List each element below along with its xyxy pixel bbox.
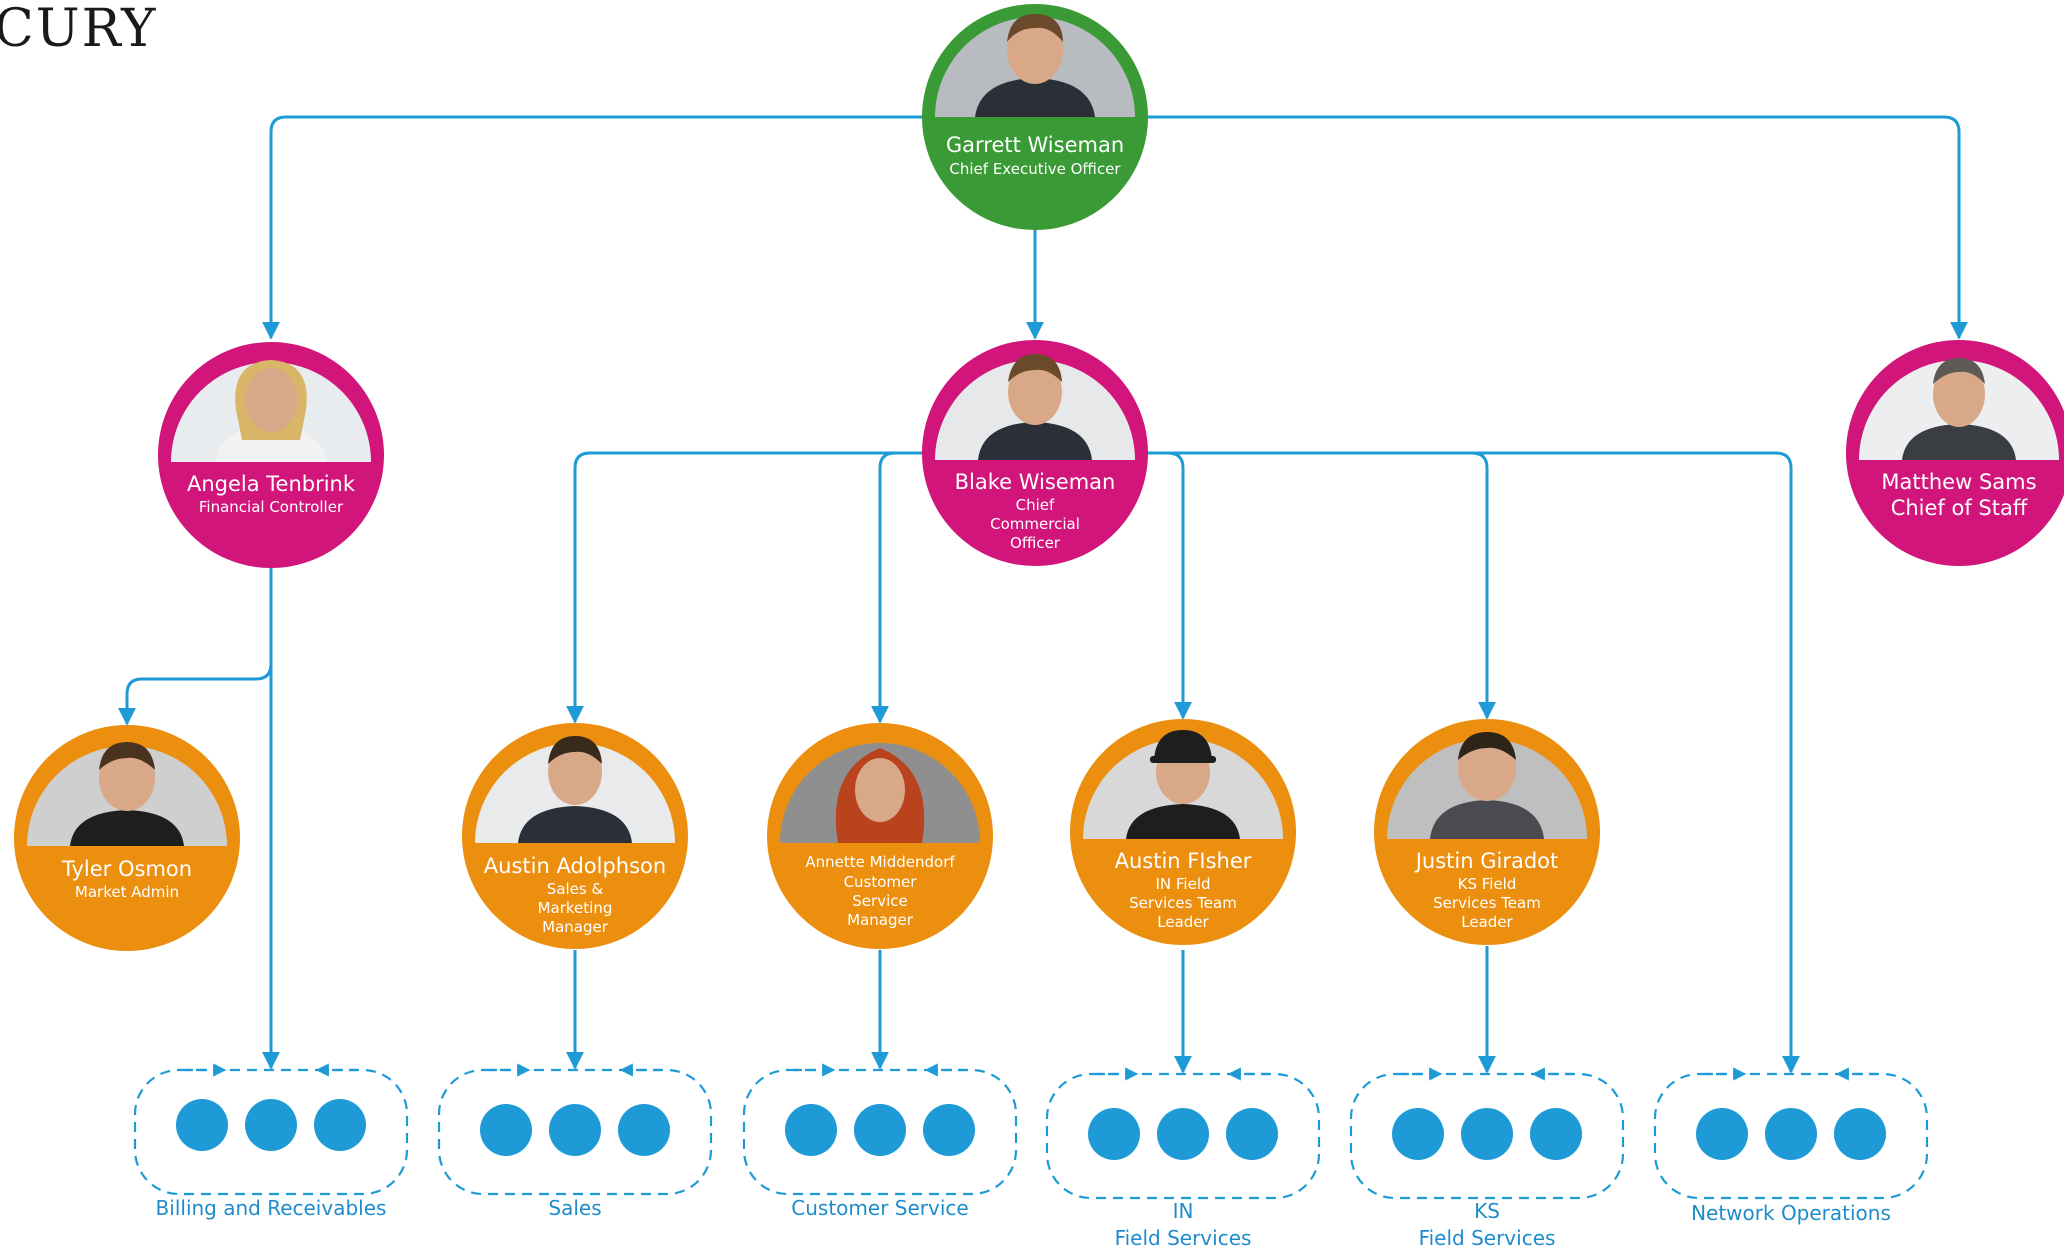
member-dot: [1226, 1108, 1278, 1160]
connectors: [118, 115, 1968, 1074]
member-dot: [1461, 1108, 1513, 1160]
person-title-line: Manager: [847, 911, 914, 929]
group-customer-service[interactable]: Customer Service: [742, 1063, 1018, 1220]
group-label: Sales: [548, 1196, 601, 1220]
person-title-line: Service: [852, 892, 907, 910]
group-label: Field Services: [1419, 1226, 1556, 1250]
person-name: Angela Tenbrink: [187, 472, 356, 496]
person-title-line: Leader: [1157, 913, 1209, 931]
member-dot: [314, 1099, 366, 1151]
person-name: Austin FIsher: [1115, 849, 1252, 873]
person-name: Austin Adolphson: [484, 854, 666, 878]
person-title-line: Sales &: [547, 880, 604, 898]
person-photo: [1083, 730, 1283, 839]
connector-cco-to-in-leader: [1146, 451, 1192, 720]
person-title-line: Chief Executive Officer: [949, 160, 1121, 178]
person-name: Blake Wiseman: [955, 470, 1116, 494]
person-title-line: Commercial: [990, 515, 1080, 533]
member-dot: [785, 1104, 837, 1156]
person-photo: [780, 743, 980, 843]
person-title-line: Annette Middendorf: [805, 853, 955, 871]
node-blake-wiseman[interactable]: Blake Wiseman Chief Commercial Officer: [922, 340, 1148, 566]
group-sales[interactable]: Sales: [437, 1063, 713, 1220]
group-box: [437, 1068, 713, 1196]
connector-cco-to-cs-mgr: [871, 451, 925, 724]
person-photo: [1387, 732, 1587, 839]
group-label: Field Services: [1115, 1226, 1252, 1250]
person-photo: [935, 354, 1135, 460]
member-dot: [1530, 1108, 1582, 1160]
node-justin-giradot[interactable]: Justin Giradot KS Field Services Team Le…: [1374, 719, 1600, 945]
person-name: Tyler Osmon: [61, 857, 192, 881]
group-box: [1045, 1072, 1321, 1200]
group-label: Network Operations: [1691, 1201, 1891, 1225]
member-dot: [618, 1104, 670, 1156]
person-title-line: IN Field: [1155, 875, 1210, 893]
person-title-line: Officer: [1010, 534, 1061, 552]
group-billing-and-receivables[interactable]: Billing and Receivables: [133, 1063, 409, 1220]
group-network-operations[interactable]: Network Operations: [1653, 1067, 1929, 1225]
member-dot: [1157, 1108, 1209, 1160]
person-title-line: Chief: [1016, 496, 1055, 514]
member-dot: [923, 1104, 975, 1156]
node-garrett-wiseman[interactable]: Garrett Wiseman Chief Executive Officer: [922, 4, 1148, 230]
group-ks-field-services[interactable]: KS Field Services: [1349, 1067, 1625, 1250]
group-in-field-services[interactable]: IN Field Services: [1045, 1067, 1321, 1250]
node-angela-tenbrink[interactable]: Angela Tenbrink Financial Controller: [158, 342, 384, 568]
person-photo: [1859, 358, 2059, 460]
group-label: IN: [1173, 1199, 1194, 1223]
node-tyler-osmon[interactable]: Tyler Osmon Market Admin: [14, 725, 240, 951]
connector-cco-to-netops: [1146, 451, 1800, 1074]
person-title-line: Marketing: [538, 899, 613, 917]
person-title-line: Leader: [1461, 913, 1513, 931]
connector-ceo-to-controller: [262, 115, 925, 340]
member-dot: [176, 1099, 228, 1151]
person-name: Matthew Sams: [1881, 470, 2036, 494]
group-label: Customer Service: [791, 1196, 968, 1220]
company-logo-text: CURY: [0, 0, 158, 59]
person-title-line: Services Team: [1433, 894, 1541, 912]
group-box: [1653, 1072, 1929, 1200]
connector-controller-to-admin: [118, 568, 273, 726]
node-matthew-sams[interactable]: Matthew Sams Chief of Staff: [1846, 340, 2064, 566]
person-title-line: Chief of Staff: [1891, 496, 2028, 520]
member-dot: [1392, 1108, 1444, 1160]
person-title-line: Manager: [542, 918, 609, 936]
member-dot: [480, 1104, 532, 1156]
node-austin-adolphson[interactable]: Austin Adolphson Sales & Marketing Manag…: [462, 723, 688, 949]
member-dot: [1088, 1108, 1140, 1160]
person-title-line: Customer: [844, 873, 918, 891]
connector-cco-to-sales-mgr: [566, 451, 925, 724]
group-box: [1349, 1072, 1625, 1200]
member-dot: [854, 1104, 906, 1156]
group-box: [742, 1068, 1018, 1196]
member-dot: [549, 1104, 601, 1156]
member-dot: [245, 1099, 297, 1151]
node-annette-middendorf[interactable]: Annette Middendorf Customer Service Mana…: [767, 723, 993, 949]
connector-cco-to-ks-leader: [1146, 451, 1496, 720]
person-title-line: KS Field: [1458, 875, 1517, 893]
person-name: Justin Giradot: [1414, 849, 1559, 873]
person-photo: [27, 742, 227, 846]
person-photo: [475, 736, 675, 843]
group-label: Billing and Receivables: [156, 1196, 387, 1220]
member-dot: [1834, 1108, 1886, 1160]
person-title-line: Market Admin: [75, 883, 179, 901]
person-title-line: Financial Controller: [199, 498, 344, 516]
group-label: KS: [1474, 1199, 1500, 1223]
member-dot: [1765, 1108, 1817, 1160]
person-photo: [935, 14, 1135, 117]
person-name: Garrett Wiseman: [946, 133, 1124, 157]
node-austin-fisher[interactable]: Austin FIsher IN Field Services Team Lea…: [1070, 719, 1296, 945]
member-dot: [1696, 1108, 1748, 1160]
person-title-line: Services Team: [1129, 894, 1237, 912]
person-photo: [171, 360, 371, 462]
group-box: [133, 1068, 409, 1196]
connector-ceo-to-staff: [1146, 115, 1968, 340]
